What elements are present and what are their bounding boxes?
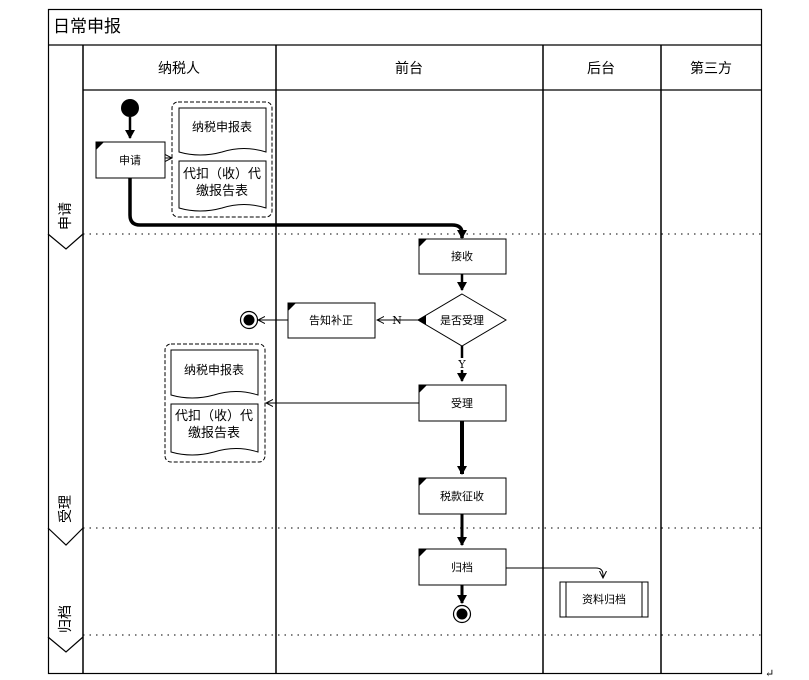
edge-apply-receive [128, 178, 467, 239]
notify-label: 告知补正 [309, 313, 353, 327]
doc-tax-return-top-label: 纳税申报表 [192, 119, 252, 134]
edge-label-no: N [392, 314, 402, 327]
lane-header-taxpayer: 纳税人 [158, 61, 200, 77]
apply-corner-mark [96, 142, 104, 150]
archive-corner-mark [419, 549, 427, 557]
lane-header-back: 后台 [587, 61, 615, 77]
receive-label: 接收 [451, 249, 473, 263]
data-archive-label: 资料归档 [582, 592, 626, 606]
archive-label: 归档 [451, 560, 473, 574]
doc-group-mid [164, 343, 266, 463]
edge-label-yes: Y [457, 358, 466, 371]
end-node-notify-core [243, 314, 255, 326]
doc-tax-return-top [178, 107, 267, 156]
start-node [121, 99, 139, 117]
doc-tax-return-mid [170, 349, 259, 399]
diagram-frame [47, 8, 763, 675]
doc-withholding-top-line2: 缴报告表 [196, 184, 248, 199]
lane-header-front: 前台 [395, 60, 423, 77]
phase-label-archive: 归档 [57, 605, 74, 633]
doc-tax-return-mid-label: 纳税申报表 [184, 362, 244, 377]
notify-corner-mark [288, 303, 296, 311]
archive-activity [418, 548, 507, 586]
edge-archive-data [506, 567, 603, 578]
phase-chevron-3 [47, 636, 84, 653]
notify-activity [287, 302, 376, 339]
doc-withholding-mid [170, 403, 259, 456]
diagram-title: 日常申报 [53, 17, 121, 37]
end-node-archive-core [456, 608, 468, 620]
phase-chevron-1 [47, 233, 84, 250]
accept-corner-mark [419, 385, 427, 393]
accept-label: 受理 [451, 397, 473, 410]
decision-label: 是否受理 [440, 314, 484, 327]
apply-label: 申请 [119, 154, 141, 167]
phase-label-accept: 受理 [58, 495, 74, 523]
phase-chevron-2 [47, 527, 84, 546]
receive-activity [418, 238, 507, 275]
doc-withholding-mid-line1: 代扣（收）代 [175, 409, 253, 424]
data-archive-box [559, 581, 649, 618]
doc-withholding-mid-line2: 缴报告表 [188, 426, 240, 441]
lane-header-third-party: 第三方 [690, 60, 732, 77]
doc-withholding-top [178, 160, 267, 212]
doc-group-top [171, 101, 273, 218]
phase-label-apply: 申请 [58, 202, 74, 230]
doc-withholding-top-line1: 代扣（收）代 [183, 167, 261, 182]
decision-corner-mark [418, 315, 426, 325]
tax-collect-activity [418, 477, 507, 515]
tax-collect-corner-mark [419, 478, 427, 486]
paragraph-mark: ↵ [765, 667, 774, 680]
tax-collect-label: 税款征收 [440, 489, 484, 503]
receive-corner-mark [419, 239, 427, 247]
